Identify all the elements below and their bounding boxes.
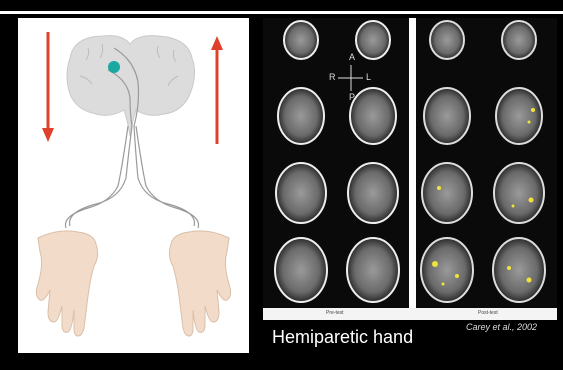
orientation-cross [338, 65, 363, 91]
mri-slice [424, 88, 470, 144]
mri-slice [356, 21, 390, 59]
right-hand-icon [169, 231, 230, 336]
brain-hands-illustration [18, 18, 249, 353]
mri-slice [350, 88, 396, 144]
top-rule [0, 11, 563, 14]
arrow-up-icon [211, 36, 223, 144]
arrow-down-icon [42, 32, 54, 142]
mri-slice [493, 238, 545, 302]
mri-slice [278, 88, 324, 144]
mri-footer-strip [263, 308, 557, 320]
brain-illustration-icon [67, 36, 195, 136]
mri-slices-pre [275, 21, 399, 302]
right-label: R [329, 72, 336, 82]
mri-divider [409, 18, 416, 320]
mri-slice [496, 88, 542, 144]
citation: Carey et al., 2002 [466, 322, 537, 332]
mri-slice [276, 163, 326, 223]
mri-slices-post [421, 21, 545, 302]
posterior-label: P [349, 92, 355, 102]
left-hand-icon [36, 231, 97, 336]
pre-scan-label: Pre-test [326, 310, 344, 316]
corticospinal-tract [65, 126, 198, 228]
anterior-label: A [349, 52, 355, 62]
lesion-dot-icon [108, 61, 120, 73]
illustration-svg [18, 18, 249, 353]
mri-slice [494, 163, 544, 223]
mri-slice [430, 21, 464, 59]
mri-slice [421, 238, 473, 302]
post-scan-label: Post-test [478, 310, 498, 316]
mri-slice [284, 21, 318, 59]
mri-slice [347, 238, 399, 302]
mri-slice [502, 21, 536, 59]
mri-slice [348, 163, 398, 223]
caption: Hemiparetic hand [272, 327, 413, 348]
mri-slice [275, 238, 327, 302]
left-label: L [366, 72, 371, 82]
mri-slice [422, 163, 472, 223]
